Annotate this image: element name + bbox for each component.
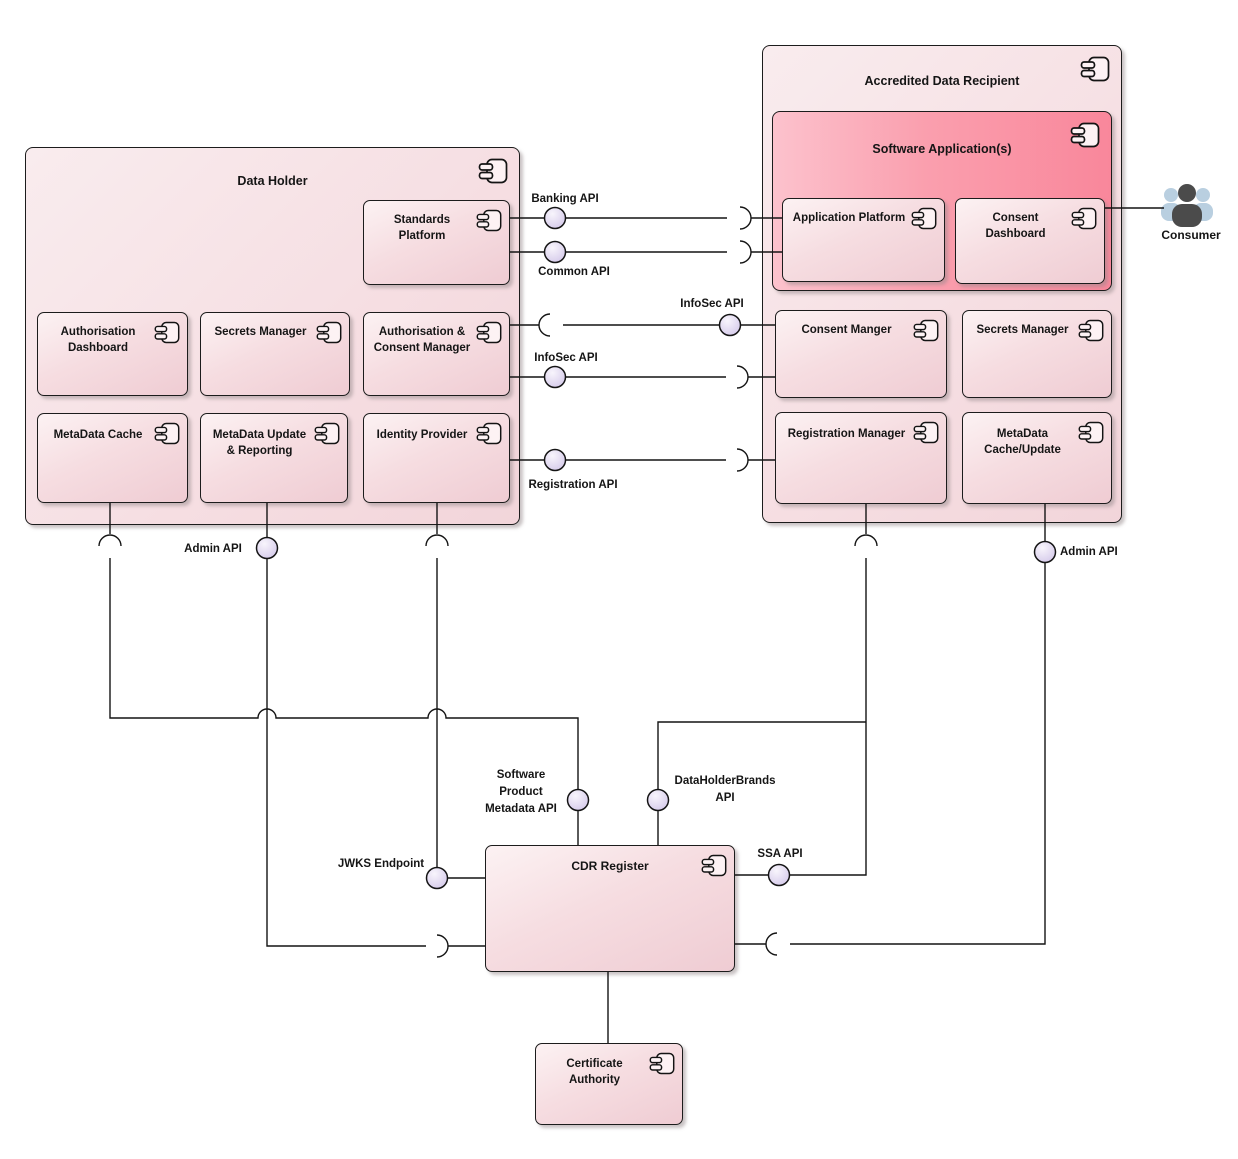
socket-admin-right-register bbox=[765, 932, 778, 956]
interface-ball-dataholderbrands-api[interactable] bbox=[646, 788, 670, 812]
metadata-cache-component[interactable]: MetaData Cache bbox=[37, 413, 188, 503]
component-icon bbox=[476, 321, 502, 344]
interface-ball-admin-api-left[interactable] bbox=[255, 536, 279, 560]
dh-secrets-manager-label: Secrets Manager bbox=[214, 326, 307, 338]
registration-manager-component[interactable]: Registration Manager bbox=[775, 412, 947, 504]
cdr-register-component[interactable]: CDR Register bbox=[485, 845, 735, 972]
certificate-authority-label: Certificate Authority bbox=[566, 1058, 623, 1086]
banking-api-label: Banking API bbox=[531, 193, 599, 205]
component-icon bbox=[316, 321, 342, 344]
interface-ball-jwks-endpoint[interactable] bbox=[425, 866, 449, 890]
admin-api-right-label: Admin API bbox=[1060, 546, 1118, 558]
socket-infosec-api-bottom bbox=[736, 365, 749, 389]
standards-platform-component[interactable]: Standards Platform bbox=[363, 200, 510, 285]
ssa-api-label: SSA API bbox=[757, 848, 803, 860]
application-platform-label: Application Platform bbox=[792, 212, 906, 224]
certificate-authority-component[interactable]: Certificate Authority bbox=[535, 1043, 683, 1125]
component-icon bbox=[478, 158, 508, 184]
component-icon bbox=[1080, 56, 1110, 82]
socket-infosec-api-top bbox=[538, 313, 551, 337]
component-icon bbox=[913, 421, 939, 444]
interface-ball-common-api[interactable] bbox=[543, 240, 567, 264]
application-platform-component[interactable]: Application Platform bbox=[782, 198, 945, 282]
adr-secrets-manager-component[interactable]: Secrets Manager bbox=[962, 310, 1112, 398]
interface-ball-banking-api[interactable] bbox=[543, 206, 567, 230]
component-icon bbox=[154, 321, 180, 344]
interface-ball-infosec-api-bottom[interactable] bbox=[543, 365, 567, 389]
consent-manger-label: Consent Manger bbox=[801, 324, 892, 336]
authorisation-dashboard-component[interactable]: Authorisation Dashboard bbox=[37, 312, 188, 396]
component-icon bbox=[476, 422, 502, 445]
socket-banking-api bbox=[739, 206, 752, 230]
component-icon bbox=[476, 209, 502, 232]
data-holder-title: Data Holder bbox=[237, 174, 308, 188]
software-product-metadata-api-label: Software Product Metadata API bbox=[485, 769, 557, 815]
consumer-actor-icon[interactable] bbox=[1159, 183, 1215, 227]
component-icon bbox=[649, 1052, 675, 1075]
component-icon bbox=[1071, 207, 1097, 230]
component-icon bbox=[314, 422, 340, 445]
common-api-label: Common API bbox=[538, 266, 610, 278]
socket-identity-provider bbox=[425, 534, 449, 547]
interface-ball-registration-api[interactable] bbox=[543, 448, 567, 472]
infosec-api-top-label: InfoSec API bbox=[680, 298, 744, 310]
admin-api-left-label: Admin API bbox=[184, 543, 242, 555]
metadata-cache-update-component[interactable]: MetaData Cache/Update bbox=[962, 412, 1112, 504]
consent-manger-component[interactable]: Consent Manger bbox=[775, 310, 947, 398]
metadata-cache-update-label: MetaData Cache/Update bbox=[984, 428, 1061, 456]
infosec-api-bottom-label: InfoSec API bbox=[534, 352, 598, 364]
authorisation-dashboard-label: Authorisation Dashboard bbox=[60, 326, 136, 354]
accredited-data-recipient-title: Accredited Data Recipient bbox=[864, 74, 1020, 88]
consent-dashboard-component[interactable]: Consent Dashboard bbox=[955, 198, 1105, 284]
component-icon bbox=[1078, 319, 1104, 342]
component-icon bbox=[1070, 122, 1100, 148]
metadata-update-reporting-component[interactable]: MetaData Update & Reporting bbox=[200, 413, 348, 503]
metadata-update-reporting-label: MetaData Update & Reporting bbox=[212, 429, 307, 457]
component-icon bbox=[1078, 421, 1104, 444]
component-icon bbox=[913, 319, 939, 342]
interface-ball-infosec-api-top[interactable] bbox=[718, 313, 742, 337]
interface-ball-admin-api-right[interactable] bbox=[1033, 540, 1057, 564]
consumer-label: Consumer bbox=[1161, 228, 1221, 242]
dataholderbrands-api-label: DataHolderBrands API bbox=[674, 775, 776, 804]
socket-admin-left-register bbox=[436, 934, 449, 958]
wire-admin-api-right bbox=[735, 504, 1046, 945]
dh-secrets-manager-component[interactable]: Secrets Manager bbox=[200, 312, 350, 396]
wire-registration-manager-ssa bbox=[735, 504, 867, 876]
socket-registration-manager bbox=[854, 534, 878, 547]
component-icon bbox=[701, 854, 727, 877]
consent-dashboard-label: Consent Dashboard bbox=[985, 212, 1046, 240]
component-icon bbox=[911, 207, 937, 230]
software-applications-title: Software Application(s) bbox=[872, 142, 1012, 156]
socket-metadata-cache bbox=[98, 534, 122, 547]
component-icon bbox=[154, 422, 180, 445]
identity-provider-label: Identity Provider bbox=[376, 429, 468, 441]
wire-identity-provider-jwks bbox=[436, 503, 485, 879]
adr-secrets-manager-label: Secrets Manager bbox=[976, 324, 1069, 336]
registration-manager-label: Registration Manager bbox=[787, 428, 906, 440]
jwks-endpoint-label: JWKS Endpoint bbox=[337, 858, 425, 870]
interface-ball-software-product-metadata-api[interactable] bbox=[566, 788, 590, 812]
identity-provider-component[interactable]: Identity Provider bbox=[363, 413, 510, 503]
socket-common-api bbox=[739, 240, 752, 264]
registration-api-label: Registration API bbox=[528, 479, 618, 491]
cdr-register-title: CDR Register bbox=[571, 859, 649, 873]
wire-admin-api-left bbox=[266, 503, 485, 947]
standards-platform-label: Standards Platform bbox=[393, 214, 451, 242]
interface-ball-ssa-api[interactable] bbox=[767, 863, 791, 887]
authorisation-consent-manager-component[interactable]: Authorisation & Consent Manager bbox=[363, 312, 510, 396]
socket-registration-api bbox=[736, 448, 749, 472]
metadata-cache-label: MetaData Cache bbox=[53, 429, 143, 441]
authorisation-consent-manager-label: Authorisation & Consent Manager bbox=[373, 326, 471, 354]
